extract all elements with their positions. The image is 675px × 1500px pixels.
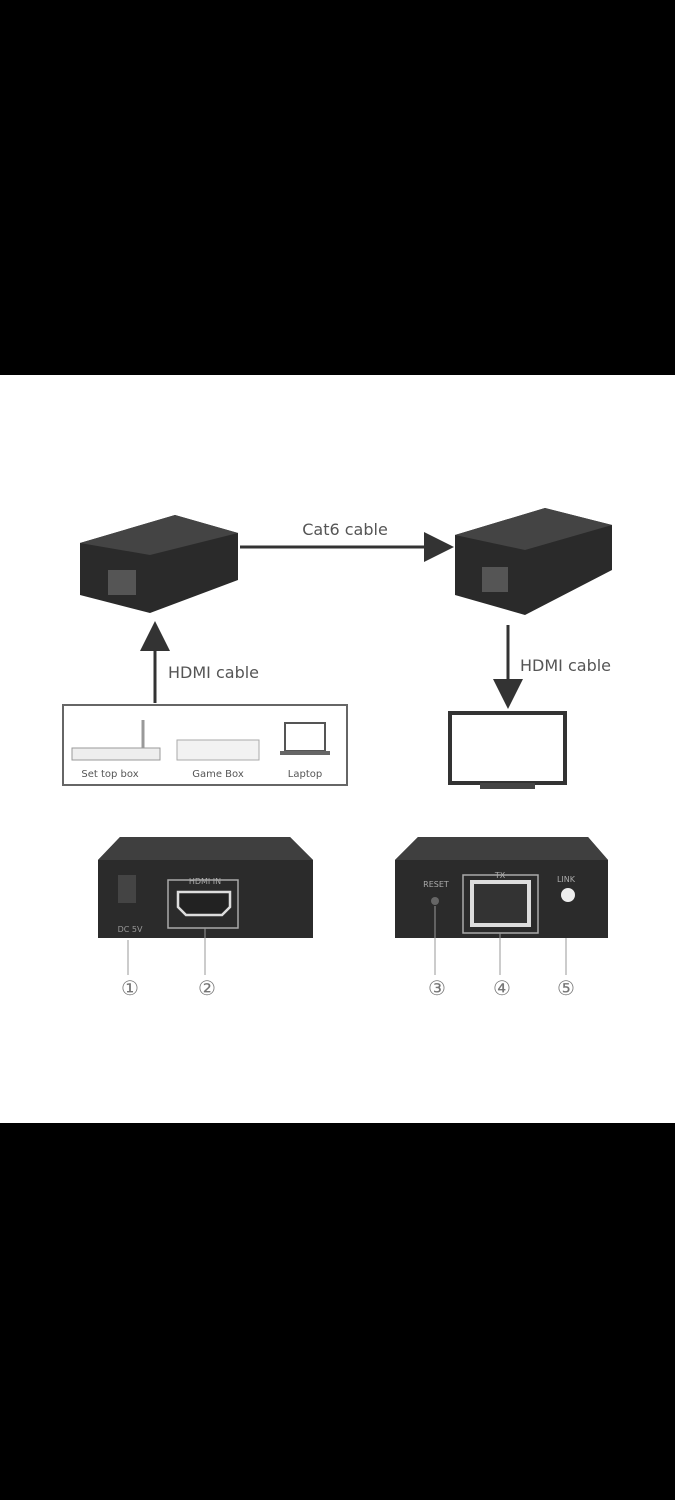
- transmitter-unit: [80, 515, 238, 613]
- hdmi-in-label: HDMI cable: [168, 663, 259, 682]
- source-devices-box: Set top box Game Box Laptop: [62, 704, 348, 786]
- source-game-box: Game Box: [192, 769, 244, 780]
- extender-diagram: Cat6 cable HDMI cable HDMI cable Set top…: [62, 508, 612, 1000]
- link-led-icon: [561, 888, 575, 902]
- receiver-front-panel: RESET TX LINK: [395, 837, 608, 938]
- reset-label: RESET: [423, 880, 449, 889]
- dc-5v-label: DC 5V: [118, 925, 143, 934]
- hdmi-in-port-label: HDMI IN: [189, 877, 221, 886]
- callout-3: ③: [428, 976, 446, 1000]
- tx-label: TX: [494, 871, 506, 880]
- hdmi-out-label: HDMI cable: [520, 656, 611, 675]
- rj45-port-icon: [470, 880, 531, 927]
- transmitter-front-panel: DC 5V HDMI IN: [98, 837, 313, 938]
- source-laptop: Laptop: [288, 769, 322, 780]
- tv-icon: [448, 711, 567, 789]
- cat6-label: Cat6 cable: [302, 520, 388, 539]
- callout-1: ①: [121, 976, 139, 1000]
- link-label: LINK: [557, 875, 576, 884]
- callout-5: ⑤: [557, 976, 575, 1000]
- hdmi-port-icon: [176, 890, 232, 917]
- receiver-unit: [455, 508, 612, 615]
- source-set-top-box: Set top box: [81, 769, 138, 780]
- image-viewer: Cat6 cable HDMI cable HDMI cable Set top…: [0, 375, 675, 1123]
- callout-4: ④: [493, 976, 511, 1000]
- callout-2: ②: [198, 976, 216, 1000]
